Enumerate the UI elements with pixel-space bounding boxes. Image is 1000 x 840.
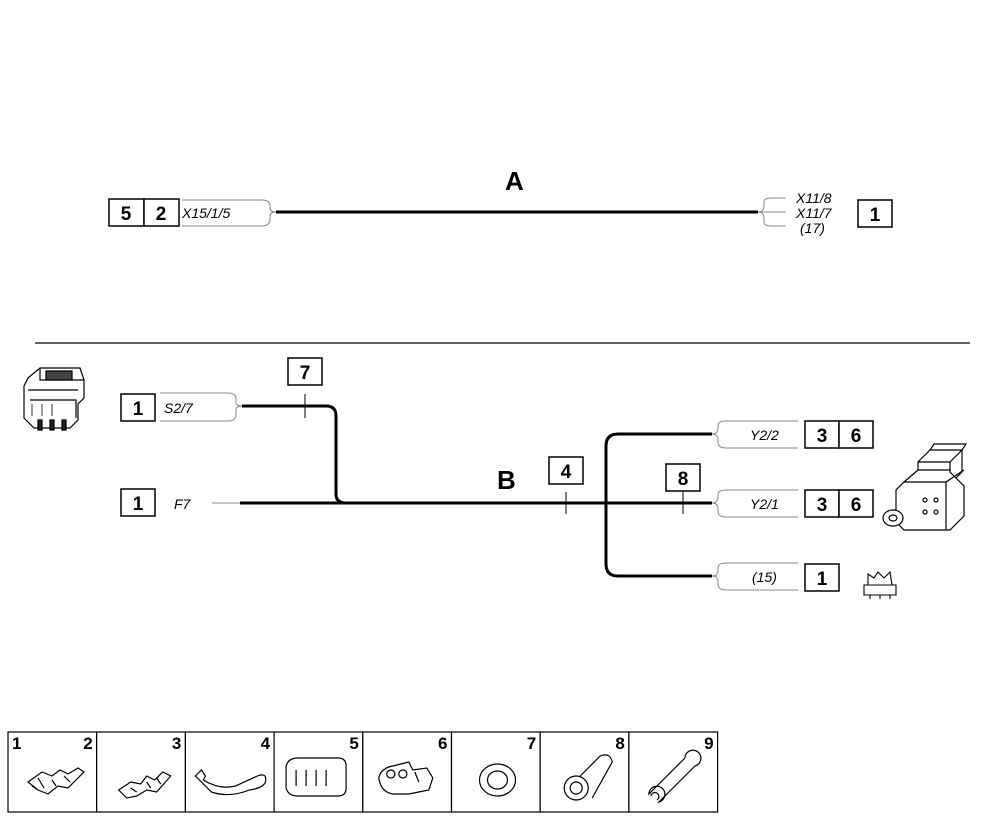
svg-text:1: 1 xyxy=(133,494,144,515)
parts-legend: 1 2 3 4 5 6 7 8 9 xyxy=(7,731,719,813)
svg-text:6: 6 xyxy=(851,495,862,516)
part-ref-box: 5 xyxy=(121,204,132,225)
part-ref-box xyxy=(838,489,874,518)
svg-text:1: 1 xyxy=(817,569,828,590)
harness-a-left-boxes: 5 2 xyxy=(108,198,180,227)
crimp-terminal-small-icon xyxy=(117,771,172,799)
part-ref-box xyxy=(857,199,893,228)
svg-text:6: 6 xyxy=(851,426,862,447)
legend-number: 5 xyxy=(349,734,358,753)
part-ref-box xyxy=(120,488,156,517)
crimp-terminal-icon xyxy=(27,767,85,795)
svg-text:1: 1 xyxy=(870,205,881,226)
harness-b-title: B xyxy=(497,465,516,495)
part-ref-box: 2 xyxy=(156,204,167,225)
part-ref-box xyxy=(287,357,323,386)
connector-label: S2/7 xyxy=(164,400,194,416)
legend-number: 3 xyxy=(172,734,181,753)
svg-text:8: 8 xyxy=(678,469,689,490)
grommet-icon xyxy=(478,763,517,797)
sleeve-tube-icon xyxy=(648,749,702,804)
harness-a-title: A xyxy=(505,166,524,196)
part-ref-box xyxy=(804,420,840,449)
legend-cell xyxy=(96,731,186,813)
connector-housing-icon xyxy=(378,761,434,795)
connector-label: Y2/1 xyxy=(750,496,779,512)
legend-number: 7 xyxy=(527,734,536,753)
multi-pin-housing-icon xyxy=(285,757,347,797)
part-ref-box xyxy=(838,420,874,449)
part-ref-box xyxy=(120,393,156,422)
connector-bracket xyxy=(711,420,798,591)
legend-number: 1 xyxy=(12,734,21,753)
wire xyxy=(240,404,712,578)
part-ref-box xyxy=(665,463,701,492)
harness-a: A 5 2 X15/1/5 X11/8 X11/7 (17) 1 xyxy=(108,166,893,236)
legend-number: 9 xyxy=(704,734,713,753)
svg-text:4: 4 xyxy=(561,462,572,483)
cable-tie-icon xyxy=(194,769,267,796)
bracket-fitting-icon xyxy=(863,570,897,599)
connector-label: Y2/2 xyxy=(750,427,779,443)
svg-text:3: 3 xyxy=(817,426,828,447)
connector-label: F7 xyxy=(174,496,192,512)
connector-label: (15) xyxy=(752,569,777,585)
legend-number: 8 xyxy=(615,734,624,753)
part-ref-box xyxy=(804,489,840,518)
harness-b: B 1 S2/7 1 F7 7 xyxy=(23,357,968,599)
bushing-icon xyxy=(563,754,613,801)
svg-text:7: 7 xyxy=(300,363,311,384)
connector-label: (17) xyxy=(800,220,825,236)
connector-label: X15/1/5 xyxy=(181,205,230,221)
connector-label: X11/8 xyxy=(795,190,832,206)
svg-text:1: 1 xyxy=(133,399,144,420)
legend-number: 2 xyxy=(83,734,92,753)
part-ref-box xyxy=(804,563,840,592)
solenoid-valve-icon xyxy=(882,443,968,531)
legend-number: 4 xyxy=(261,734,271,753)
rocker-switch-icon xyxy=(23,367,85,431)
part-ref-box xyxy=(548,456,584,485)
svg-text:3: 3 xyxy=(817,495,828,516)
connector-label: X11/7 xyxy=(795,205,833,221)
legend-number: 6 xyxy=(438,734,447,753)
